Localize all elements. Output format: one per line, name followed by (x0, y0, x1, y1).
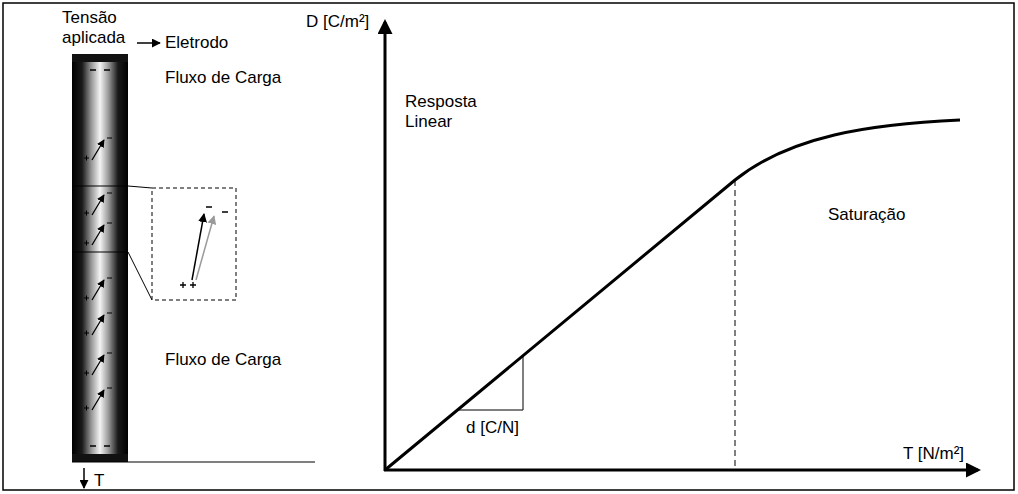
minus-sign (107, 223, 112, 224)
stress-symbol: T (94, 471, 104, 491)
dipole-arrow (92, 225, 104, 245)
dipole-arrow (92, 280, 104, 300)
pointer-arrow (137, 42, 160, 44)
load-arrow (83, 468, 85, 488)
y-axis (384, 22, 387, 471)
minus-sign (107, 353, 112, 354)
region-label: Resposta Linear (405, 92, 489, 132)
minus-sign (107, 138, 112, 139)
frame (3, 3, 1014, 490)
base-line (72, 461, 315, 462)
x-axis-label: T [N/m²] (903, 444, 964, 464)
electrode-label: Eletrodo (165, 33, 228, 53)
piezo-cylinder (72, 54, 128, 462)
minus-sign (107, 278, 112, 279)
dipole-arrow (92, 195, 104, 215)
minus-sign (107, 313, 112, 314)
charge-sign (90, 445, 96, 447)
charge-flow-label: Fluxo de Carga (165, 350, 281, 370)
minus-signs (206, 207, 228, 212)
plus-sign (84, 296, 89, 301)
plus-sign (84, 211, 89, 216)
section-line (72, 186, 128, 187)
dipole-arrow (196, 216, 214, 280)
x-axis (384, 469, 978, 472)
plus-sign (84, 241, 89, 246)
minus-sign (107, 193, 112, 194)
minus-sign (107, 388, 112, 389)
dipole-arrow (92, 315, 104, 335)
applied-stress-label: Tensão aplicada (62, 8, 142, 48)
dipole-arrow (192, 214, 204, 280)
y-axis-label: D [C/m²] (306, 12, 369, 32)
slope-triangle (458, 356, 523, 410)
charge-flow-label: Fluxo de Carga (165, 68, 281, 88)
section-line (72, 252, 128, 253)
bottom-electrode (72, 454, 128, 462)
plus-sign (84, 371, 89, 376)
dipole-arrow (92, 355, 104, 375)
plus-sign (84, 406, 89, 411)
charge-sign (104, 69, 110, 71)
zoom-line (128, 252, 152, 300)
dipoles (84, 138, 112, 411)
plus-sign (84, 331, 89, 336)
charge-sign (90, 69, 96, 71)
zoom-line (128, 186, 152, 188)
zoom-inset (152, 188, 236, 300)
plus-signs (180, 282, 196, 288)
plus-sign (84, 156, 89, 161)
region-label: Saturação (828, 205, 906, 225)
response-curve (385, 120, 960, 470)
dipole-arrow (92, 390, 104, 410)
slope-label: d [C/N] (466, 418, 519, 438)
limit-line (735, 180, 736, 468)
charge-sign (104, 445, 110, 447)
top-electrode (72, 54, 128, 62)
dipole-arrow (92, 140, 104, 160)
